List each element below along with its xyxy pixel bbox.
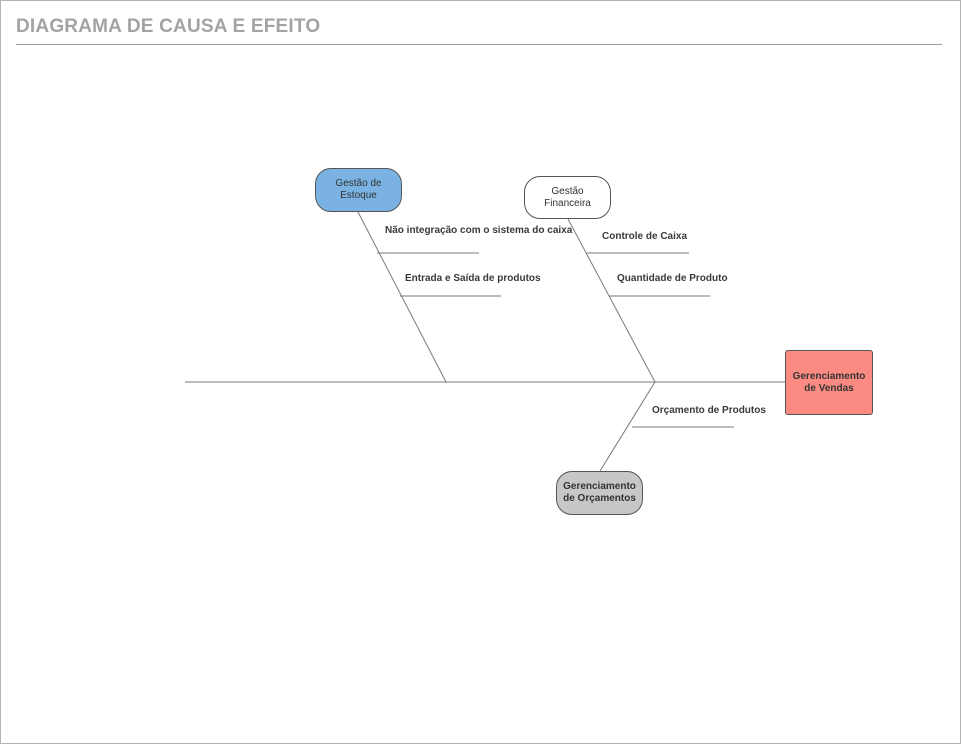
cause-nao-integracao[interactable]: Não integração com o sistema do caixa [385, 225, 573, 236]
effect-gerenciamento-vendas[interactable]: Gerenciamento de Vendas [785, 350, 873, 415]
cause-entrada-saida[interactable]: Entrada e Saída de produtos [405, 273, 541, 284]
effect-label: Gerenciamento de Vendas [792, 370, 866, 394]
bone-gerenciamento-orcamentos [599, 381, 656, 472]
page-title: DIAGRAMA DE CAUSA E EFEITO [16, 16, 321, 37]
cause-orcamento-produtos[interactable]: Orçamento de Produtos [652, 405, 766, 416]
title-divider [16, 44, 942, 45]
category-gestao-estoque[interactable]: Gestão de Estoque [315, 168, 402, 212]
category-label: Gestão Financeira [544, 185, 591, 209]
category-label: Gerenciamento de Orçamentos [563, 481, 636, 504]
cause-quantidade-produto[interactable]: Quantidade de Produto [617, 273, 728, 284]
bone-gestao-estoque [357, 211, 447, 383]
category-label: Gestão de Estoque [335, 178, 382, 201]
category-gerenciamento-orcamentos[interactable]: Gerenciamento de Orçamentos [556, 471, 643, 515]
cause-controle-caixa[interactable]: Controle de Caixa [602, 231, 688, 242]
category-gestao-financeira[interactable]: Gestão Financeira [524, 176, 611, 219]
bone-gestao-financeira [567, 218, 656, 383]
